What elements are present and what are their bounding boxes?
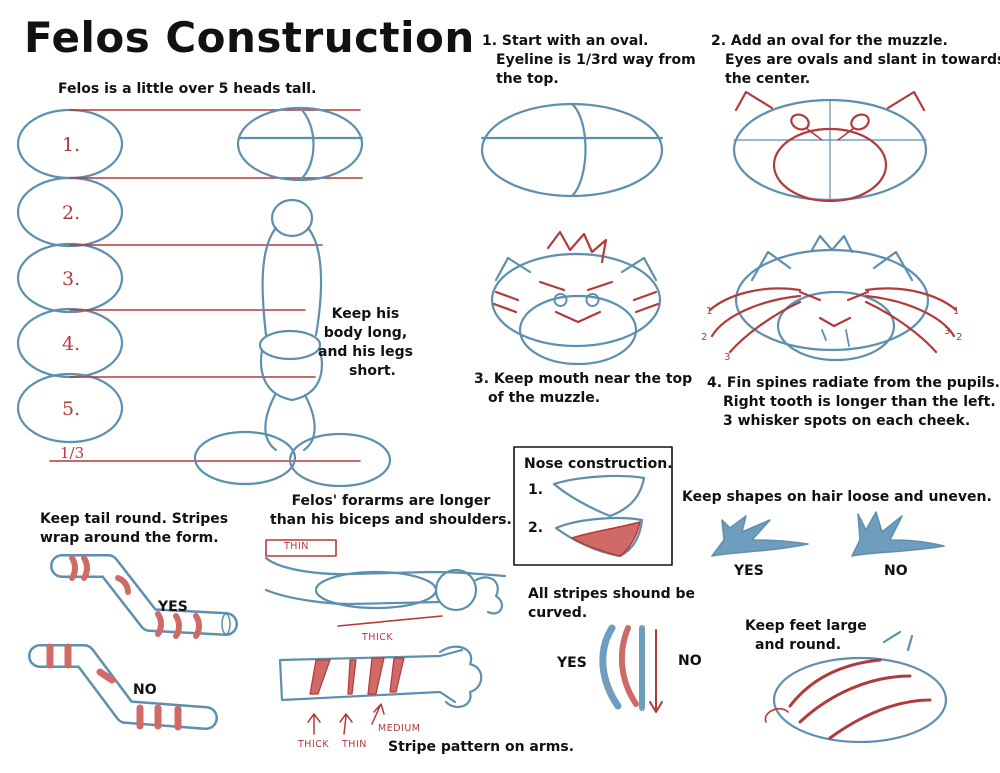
feet-caption-line: and round. (755, 637, 842, 653)
hair-no (851, 511, 945, 557)
thin-note: THIN (283, 541, 309, 552)
forearm-caption-line: than his biceps and shoulders. (270, 512, 512, 528)
hair-caption: Keep shapes on hair loose and uneven. (682, 489, 992, 505)
hair-yes (711, 515, 809, 557)
body-figure (193, 106, 392, 488)
stripes-caption-line: All stripes shound be (528, 586, 696, 602)
step2-line: Eyes are ovals and slant in towards (725, 52, 1000, 68)
head-number: 5. (62, 398, 80, 420)
step1-line: the top. (496, 71, 559, 87)
nose-step2-label: 2. (528, 520, 544, 536)
thick-note: THICK (361, 632, 393, 643)
head-numbers: 1. 2. 3. 4. 5. 1/3 (60, 134, 84, 462)
head-number: 4. (62, 333, 80, 355)
stripes-caption: All stripes shound be curved. (528, 585, 695, 623)
arm-stripe-diagram (278, 645, 483, 735)
arm-stripe-caption: Stripe pattern on arms. (388, 739, 575, 755)
arm-thin-note: THIN (341, 739, 367, 750)
step1-caption: 1. Start with an oval. Eyeline is 1/3rd … (482, 32, 696, 89)
stripe-no (639, 625, 663, 713)
heads-caption: Felos is a little over 5 heads tall. (58, 81, 317, 97)
head-number: 2. (62, 202, 80, 224)
step2-line: 2. Add an oval for the muzzle. (711, 33, 948, 49)
stripes-yes-label: YES (557, 655, 587, 671)
forearm-caption: Felos' forarms are longer than his bicep… (270, 492, 512, 530)
height-guide-lines (49, 109, 363, 462)
body-note-line: short. (349, 363, 396, 379)
spine-number: 3 (724, 352, 731, 363)
step3-face (490, 230, 662, 366)
step4-line: 4. Fin spines radiate from the pupils. (707, 375, 1000, 391)
forearm-caption-line: Felos' forarms are longer (291, 493, 491, 509)
arm-thick-note: THICK (297, 739, 329, 750)
tail-caption: Keep tail round. Stripes wrap around the… (40, 510, 228, 548)
spine-number: 1 (706, 306, 713, 317)
step2-head (732, 90, 928, 203)
step2-line: the center. (725, 71, 811, 87)
step3-caption: 3. Keep mouth near the top of the muzzle… (474, 370, 692, 408)
stripes-no-label: NO (678, 653, 702, 669)
hair-no-label: NO (884, 563, 908, 579)
feet-caption-line: Keep feet large (745, 618, 867, 634)
spine-number: 1 (953, 306, 960, 317)
feet-caption: Keep feet large and round. (745, 617, 867, 655)
step4-line: Right tooth is longer than the left. (723, 394, 996, 410)
step4-face (708, 234, 958, 362)
tail-yes-label: YES (158, 599, 188, 615)
tail-yes (50, 554, 238, 639)
step1-line: 1. Start with an oval. (482, 33, 649, 49)
nose-shapes (552, 474, 646, 558)
arm-medium-note: MEDIUM (378, 723, 420, 734)
nose-step1-label: 1. (528, 482, 544, 498)
step3-line: of the muzzle. (488, 390, 601, 406)
head-number: 3. (62, 268, 80, 290)
body-note-line: and his legs (318, 344, 413, 360)
head-number: 1. (62, 134, 80, 156)
step2-caption: 2. Add an oval for the muzzle. Eyes are … (711, 32, 1000, 89)
spine-number: 2 (701, 332, 708, 343)
step3-line: 3. Keep mouth near the top (474, 371, 693, 387)
forearm-diagram (264, 539, 507, 627)
step4-line: 3 whisker spots on each cheek. (723, 413, 971, 429)
stripe-yes (599, 624, 639, 710)
spine-numbers: 1 2 3 1 2 3 (701, 306, 963, 363)
third-mark: 1/3 (60, 444, 84, 462)
hair-yes-label: YES (734, 563, 764, 579)
tail-no (28, 643, 218, 731)
nose-title: Nose construction. (524, 456, 673, 472)
foot-diagram (764, 630, 948, 744)
tail-caption-line: wrap around the form. (40, 530, 219, 546)
nose-box-frame (513, 446, 673, 566)
body-note-line: body long, (323, 325, 408, 341)
step1-line: Eyeline is 1/3rd way from (496, 52, 696, 68)
step1-head-oval (480, 102, 664, 198)
page-title: Felos Construction (24, 13, 475, 62)
body-note: Keep his body long, and his legs short. (318, 305, 413, 381)
spine-number: 3 (944, 326, 951, 337)
step4-caption: 4. Fin spines radiate from the pupils. R… (707, 374, 1000, 431)
tail-no-label: NO (133, 682, 157, 698)
body-note-line: Keep his (331, 306, 400, 322)
tail-caption-line: Keep tail round. Stripes (40, 511, 229, 527)
stripes-caption-line: curved. (528, 605, 588, 621)
spine-number: 2 (956, 332, 963, 343)
